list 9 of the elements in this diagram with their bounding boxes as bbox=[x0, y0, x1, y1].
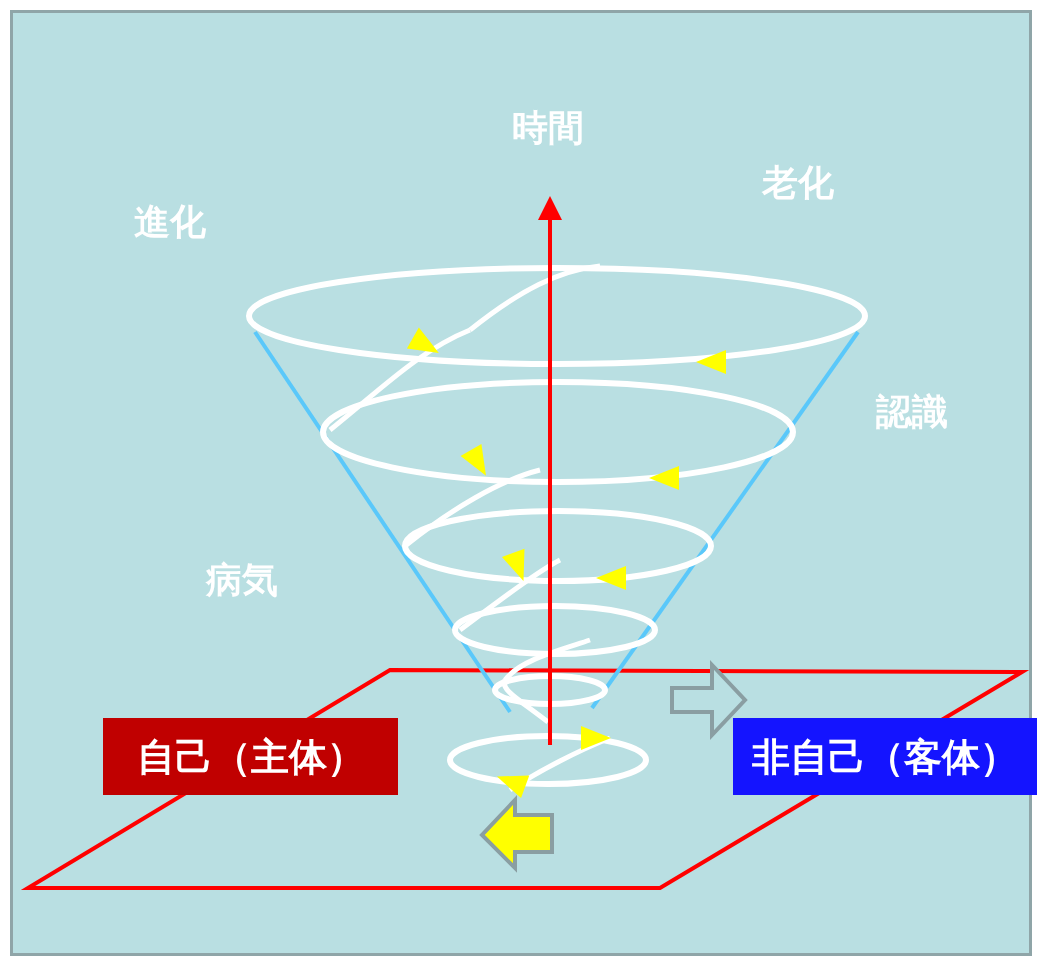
axis-label: 時間 bbox=[512, 110, 584, 146]
axis-label: 進化 bbox=[134, 204, 206, 240]
axis-label: 病気 bbox=[206, 562, 278, 598]
box-label: 非自己（客体） bbox=[752, 737, 1018, 776]
axis-label: 認識 bbox=[876, 394, 948, 430]
box-label: 自己（主体） bbox=[136, 737, 365, 776]
axis-label: 老化 bbox=[762, 165, 834, 201]
label-box bbox=[733, 718, 1037, 795]
label-box bbox=[103, 718, 398, 795]
